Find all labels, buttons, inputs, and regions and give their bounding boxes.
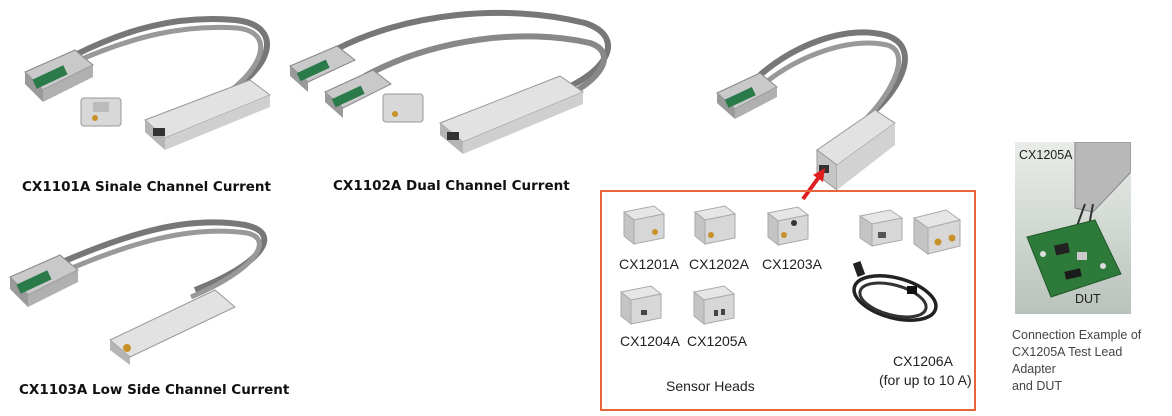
probe-with-sensor-image — [716, 29, 908, 191]
cx1101a-probe-image — [24, 16, 272, 150]
connection-caption: Connection Example of CX1205A Test Lead … — [1012, 327, 1167, 395]
cx1204a-label: CX1204A — [620, 333, 680, 349]
connection-caption-line1: Connection Example of — [1012, 328, 1142, 342]
cx1103a-probe-image — [9, 219, 268, 365]
cx1205a-sensor-icon — [692, 285, 736, 326]
cx1206a-cable-icon — [852, 261, 938, 322]
cx1103a-caption: CX1103A Low Side Channel Current — [19, 382, 290, 398]
dut-pcb-image — [1026, 142, 1131, 298]
cx1203a-sensor-icon — [766, 206, 810, 247]
cx1206a-adapter-block-icon — [912, 209, 962, 255]
sensor-heads-box — [600, 190, 976, 411]
cx1204a-sensor-icon — [619, 285, 663, 326]
cx1202a-label: CX1202A — [689, 256, 749, 272]
cx1201a-label: CX1201A — [619, 256, 679, 272]
cx1206a-sublabel: (for up to 10 A) — [879, 372, 972, 388]
connection-caption-line3: and DUT — [1012, 379, 1063, 393]
cx1206a-adapter-icon — [858, 209, 904, 247]
cx1203a-label: CX1203A — [762, 256, 822, 272]
photo-dut-label: DUT — [1075, 292, 1101, 306]
cx1205a-label: CX1205A — [687, 333, 747, 349]
cx1102a-caption: CX1102A Dual Channel Current — [333, 178, 570, 194]
connection-example-photo: CX1205A DUT — [1015, 142, 1131, 314]
red-arrow-icon — [801, 168, 825, 201]
cx1101a-caption: CX1101A Sinale Channel Current — [22, 179, 271, 195]
cx1206a-label: CX1206A — [893, 353, 953, 369]
cx1201a-sensor-icon — [622, 205, 666, 246]
connection-caption-line2: CX1205A Test Lead Adapter — [1012, 345, 1123, 376]
sensor-heads-title: Sensor Heads — [666, 378, 755, 394]
cx1202a-sensor-icon — [693, 205, 737, 246]
photo-cx1205a-label: CX1205A — [1019, 148, 1073, 162]
cx1102a-probe-image — [289, 9, 611, 154]
